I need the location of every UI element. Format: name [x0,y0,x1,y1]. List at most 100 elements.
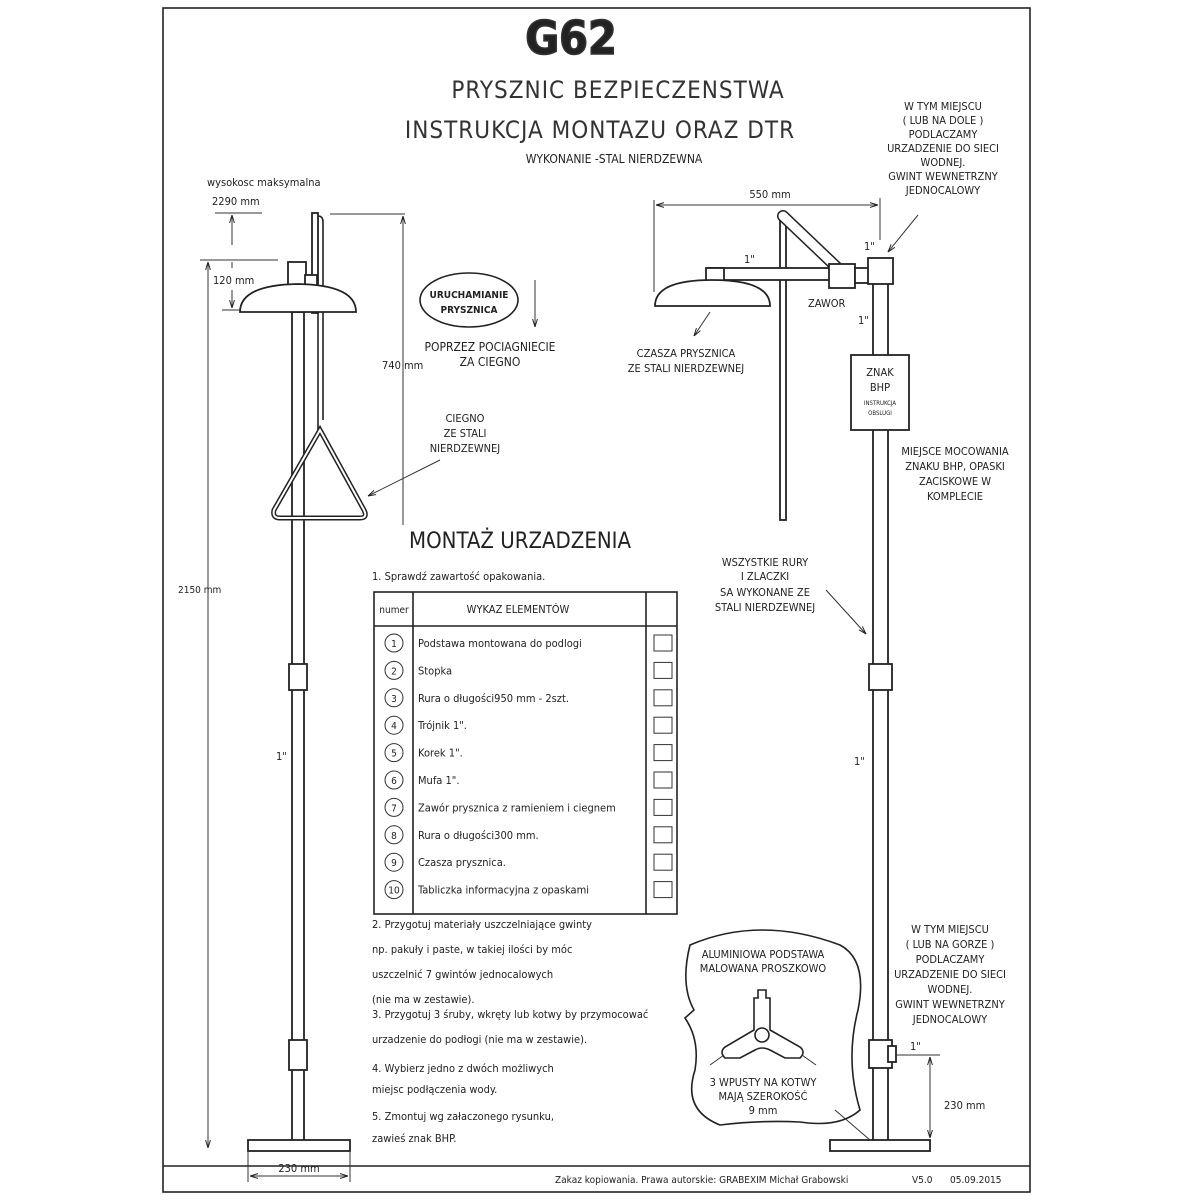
item-number-circle [384,633,404,653]
bottom-pipe-size: 1" [910,1040,921,1053]
activation-badge [419,272,519,328]
dim-740: 740 mm [382,359,423,372]
header: G62 PRYSZNIC BEZPIECZENSTWA INSTRUKCJA M… [405,10,794,166]
item-number: 6 [391,776,397,787]
item-checkbox[interactable] [653,771,673,789]
right-base-plate [829,1139,931,1152]
item-number: 3 [391,694,397,705]
item-checkbox[interactable] [653,716,673,734]
item-checkbox[interactable] [653,634,673,652]
item-checkbox[interactable] [653,689,673,707]
step3-line: urzadzenie do podłogi (nie ma w zestawie… [372,1033,587,1046]
right-shower-head [654,279,771,307]
rod-note-2: ZE STALI [444,427,487,440]
right-dim-230: 230 mm [944,1099,985,1112]
base-note-3: 9 mm [749,1104,778,1117]
step-1: 1. Sprawdź zawartość opakowania. [372,570,545,583]
item-checkbox[interactable] [653,661,673,679]
item-number-circle [384,688,404,708]
title-line-1: PRYSZNIC BEZPIECZENSTWA [451,76,784,104]
item-number: 7 [391,803,397,814]
table-row: 1 Podstawa montowana do podlogi [384,633,673,653]
base-title-2: MALOWANA PROSZKOWO [700,962,827,975]
subtitle: WYKONANIE -STAL NIERDZEWNA [526,152,703,166]
table-row: 2 Stopka [384,660,673,680]
activation-note-2: ZA CIEGNO [460,355,521,369]
sign-line-2: BHP [870,381,890,394]
item-checkbox[interactable] [653,798,673,816]
left-base-plate [247,1139,351,1152]
step4-line: 4. Wybierz jedno z dwóch możliwych [372,1062,554,1075]
svg-text:STALI NIERDZEWNEJ: STALI NIERDZEWNEJ [715,601,815,614]
left-pipe-size: 1" [276,750,287,763]
item-name: Rura o długości300 mm. [418,829,539,842]
assembly-heading: MONTAŻ URZADZENIA [409,528,631,554]
assembly-instructions: MONTAŻ URZADZENIA 1. Sprawdź zawartość o… [372,528,678,1145]
item-number-circle [384,715,404,735]
top-pipe-size: 1" [864,240,875,253]
item-name: Tabliczka informacyjna z opaskami [417,884,589,897]
svg-text:WODNEJ.: WODNEJ. [928,983,973,996]
left-front-view: wysokosc maksymalna 2290 mm 120 mm 2150 … [178,176,556,1182]
header-items: WYKAZ ELEMENTÓW [467,603,570,616]
item-number: 2 [391,666,397,677]
svg-text:W TYM MIEJSCU: W TYM MIEJSCU [911,923,989,936]
item-name: Mufa 1". [418,774,460,787]
item-name: Trójnik 1". [417,719,467,732]
svg-text:( LUB NA DOLE ): ( LUB NA DOLE ) [903,114,984,127]
bhp-sign [850,354,910,431]
table-row: 6 Mufa 1". [384,770,673,790]
item-number-circle [384,797,404,817]
svg-text:( LUB NA GORZE ): ( LUB NA GORZE ) [906,938,995,951]
base-note-2: MAJĄ SZEROKOŚĆ [719,1090,808,1103]
activation-badge-line2: PRYSZNICA [441,305,498,316]
item-name: Podstawa montowana do podlogi [418,637,582,650]
head-note-2: ZE STALI NIERDZEWNEJ [628,362,744,375]
item-number: 1 [391,639,397,650]
max-height-label: wysokosc maksymalna [207,176,321,189]
rod-note-3: NIERDZEWNEJ [430,442,500,455]
svg-text:URZADZENIE DO SIECI: URZADZENIE DO SIECI [887,142,999,155]
item-checkbox[interactable] [653,826,673,844]
below-pipe-size: 1" [858,314,869,327]
item-checkbox[interactable] [653,853,673,871]
bottom-connection-note: W TYM MIEJSCU ( LUB NA GORZE ) PODLACZAM… [894,923,1006,1026]
item-checkbox[interactable] [653,744,673,762]
item-number-circle [384,852,404,872]
activation-note-1: POPRZEZ POCIAGNIECIE [425,340,556,354]
footer: Zakaz kopiowania. Prawa autorskie: GRABE… [555,1175,1002,1186]
item-name: Stopka [418,664,452,677]
base-detail-callout: ALUMINIOWA PODSTAWA MALOWANA PROSZKOWO 3… [683,929,871,1141]
arm-pipe-size: 1" [744,253,755,266]
svg-text:JEDNOCALOWY: JEDNOCALOWY [912,1013,988,1026]
item-number: 10 [388,886,400,897]
base-note-1: 3 WPUSTY NA KOTWY [710,1076,818,1089]
item-checkbox[interactable] [653,881,673,899]
svg-text:GWINT WEWNETRZNY: GWINT WEWNETRZNY [895,998,1006,1011]
item-number-circle [384,825,404,845]
svg-text:PODLACZAMY: PODLACZAMY [909,128,979,141]
item-name: Rura o długości950 mm - 2szt. [418,692,569,705]
svg-text:URZADZENIE DO SIECI: URZADZENIE DO SIECI [894,968,1006,981]
svg-text:SA WYKONANE ZE: SA WYKONANE ZE [720,586,810,599]
activation-badge-line1: URUCHAMIANIE [430,290,509,301]
left-pipe [291,311,305,1143]
dim-2150: 2150 mm [178,585,221,596]
step2-line: 2. Przygotuj materiały uszczelniające gw… [372,918,592,931]
mid-pipe-size: 1" [854,755,865,768]
svg-text:MIEJSCE MOCOWANIA: MIEJSCE MOCOWANIA [901,445,1009,458]
svg-text:ZACISKOWE W: ZACISKOWE W [919,475,991,488]
version: V5.0 [912,1175,933,1186]
table-row: 10 Tabliczka informacyjna z opaskami [384,880,673,900]
svg-text:ZNAKU BHP, OPASKI: ZNAKU BHP, OPASKI [905,460,1005,473]
item-number-circle [384,660,404,680]
dim-120: 120 mm [213,274,254,287]
sheet-frame [162,7,1031,1193]
sign-line-1: ZNAK [866,366,894,379]
item-number-circle [384,770,404,790]
